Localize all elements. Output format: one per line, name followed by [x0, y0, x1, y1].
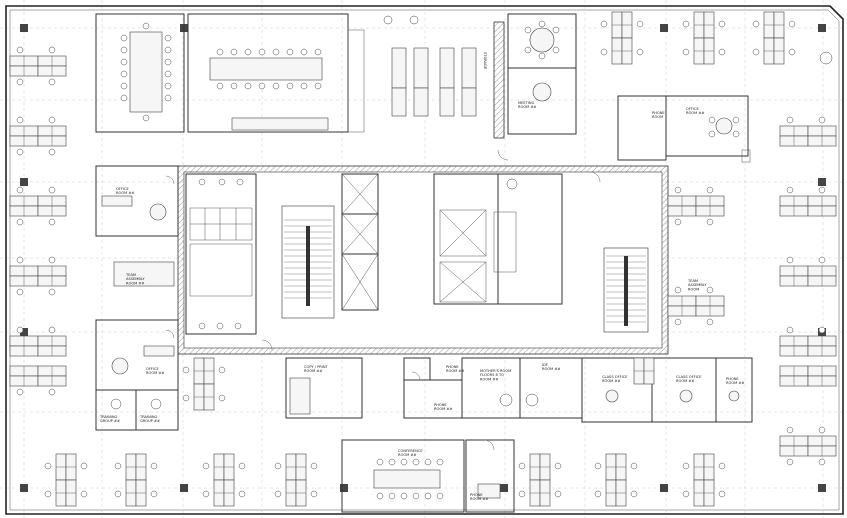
- room-label-line: ROOM ##: [518, 105, 536, 109]
- boardroom-chairs: [120, 22, 172, 122]
- cafe-seating: [383, 15, 477, 117]
- room-label-line: CONFERENCE: [398, 449, 423, 453]
- right-offices: [617, 95, 751, 163]
- boardroom-wall: [95, 13, 185, 133]
- room-label-line: ROOM: [688, 287, 699, 291]
- door-swings: [165, 149, 601, 451]
- room-label-line: ROOM ##: [470, 497, 488, 501]
- room-label-line: OFFICE: [686, 107, 700, 111]
- room-label-line: ROOM ##: [542, 367, 560, 371]
- south-rooms: [285, 357, 753, 513]
- room-label-line: ROOM: [652, 115, 663, 119]
- room-label-line: PHONE: [726, 377, 739, 381]
- room-label-line: TRAINING: [99, 415, 118, 419]
- room-label-line: CLASS OFFICE: [676, 375, 702, 379]
- room-label-line: ROOM ##: [686, 111, 704, 115]
- room-label-line: CLASS OFFICE: [602, 375, 628, 379]
- room-label-line: ROOM ##: [126, 281, 144, 285]
- workstations-bottom: [44, 357, 726, 507]
- room-label-line: MOTHER'S ROOM: [480, 369, 511, 373]
- room-label-line: COPY / PRINT: [304, 365, 329, 369]
- room-label-line: TRAINING: [139, 415, 158, 419]
- room-label-line: ROOM ##: [480, 377, 498, 381]
- room-label-line: OFFICE: [146, 367, 160, 371]
- workstations-top-right: [600, 11, 833, 65]
- workstations-left: [9, 46, 67, 396]
- room-label-line: ROOM ##: [446, 369, 464, 373]
- room-label-line: GROUP ##: [140, 419, 160, 423]
- room-label-line: ROOM ##: [116, 191, 134, 195]
- boardroom-table: [129, 31, 163, 113]
- room-label-line: PHONE: [470, 493, 483, 497]
- room-label-line: STORAGE: [483, 52, 487, 70]
- room-label-storage: STORAGE: [483, 52, 487, 70]
- room-label-line: OFFICE: [116, 187, 130, 191]
- room-label-line: ASSEMBLY: [126, 277, 145, 281]
- room-label-line: GROUP ##: [100, 419, 120, 423]
- workstations-right: [667, 116, 837, 466]
- room-label-line: FLOORS 6 TO: [480, 373, 504, 377]
- room-label-line: ROOM ##: [398, 453, 416, 457]
- top-rooms: [95, 13, 577, 139]
- building-outline: [5, 5, 844, 515]
- room-label-line: ROOM ##: [726, 381, 744, 385]
- room-label-line: ROOM ##: [304, 369, 322, 373]
- room-label-line: ROOM ##: [146, 371, 164, 375]
- room-label-line: PHONE: [434, 403, 447, 407]
- room-label-line: TEAM: [125, 273, 136, 277]
- building-core: [177, 165, 669, 355]
- room-label-line: PHONE: [446, 365, 459, 369]
- left-offices: [95, 165, 179, 431]
- room-label-line: IDF: [542, 363, 548, 367]
- room-label-line: TEAM: [687, 279, 698, 283]
- room-label-line: PHONE: [652, 111, 665, 115]
- room-label-line: ROOM ##: [602, 379, 620, 383]
- room-label-line: ASSEMBLY: [688, 283, 707, 287]
- room-label-line: MEETING: [518, 101, 535, 105]
- room-label-line: ROOM ##: [676, 379, 694, 383]
- room-label-line: ROOM ##: [434, 407, 452, 411]
